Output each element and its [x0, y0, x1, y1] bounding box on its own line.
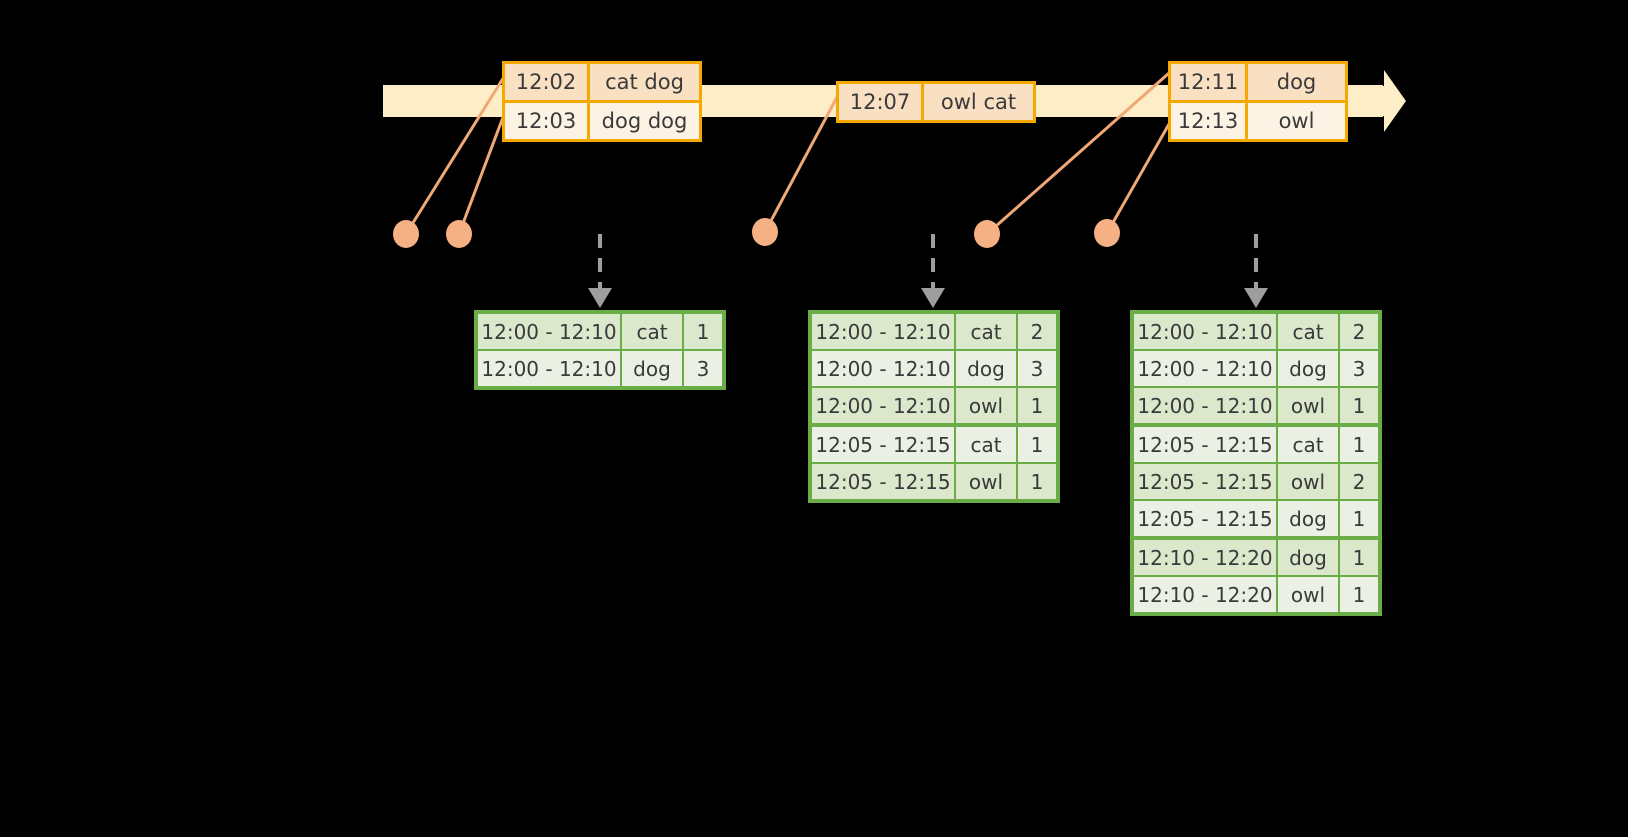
event-box-2: 12:07 owl cat [836, 81, 1036, 123]
event-row: 12:07 owl cat [839, 84, 1033, 120]
event-dot-12-11 [974, 220, 1000, 248]
event-dot-12-13 [1094, 219, 1120, 247]
cell-word: dog [1278, 501, 1338, 536]
cell-window: 12:00 - 12:10 [478, 314, 620, 349]
cell-word: dog [622, 351, 682, 386]
cell-count: 3 [1018, 351, 1056, 386]
event-row: 12:11 dog [1171, 64, 1345, 100]
cell-window: 12:00 - 12:10 [1134, 351, 1276, 386]
event-row: 12:02 cat dog [505, 64, 699, 100]
cell-word: dog [956, 351, 1016, 386]
cell-window: 12:05 - 12:15 [1134, 464, 1276, 499]
emit-arrow-3 [1244, 234, 1268, 308]
cell-word: owl [1278, 464, 1338, 499]
cell-count: 1 [684, 314, 722, 349]
cell-count: 1 [1018, 427, 1056, 462]
cell-window: 12:00 - 12:10 [478, 351, 620, 386]
event-words: owl cat [921, 84, 1033, 120]
cell-count: 1 [1340, 577, 1378, 612]
timeline-arrowhead-icon [1362, 70, 1406, 132]
cell-word: owl [1278, 388, 1338, 423]
cell-word: owl [1278, 577, 1338, 612]
event-box-3: 12:11 dog 12:13 owl [1168, 61, 1348, 142]
cell-window: 12:05 - 12:15 [1134, 501, 1276, 536]
event-row: 12:13 owl [1171, 100, 1345, 139]
event-words: owl [1245, 103, 1345, 139]
connector-line-12-13 [1105, 109, 1179, 234]
cell-count: 3 [684, 351, 722, 386]
cell-count: 2 [1340, 464, 1378, 499]
event-words: dog [1245, 64, 1345, 100]
event-dot-12-02 [393, 220, 419, 248]
cell-count: 3 [1340, 351, 1378, 386]
event-dot-12-03 [446, 220, 472, 248]
cell-window: 12:00 - 12:10 [1134, 388, 1276, 423]
cell-window: 12:05 - 12:15 [812, 464, 954, 499]
cell-window: 12:00 - 12:10 [812, 314, 954, 349]
cell-word: owl [956, 388, 1016, 423]
event-row: 12:03 dog dog [505, 100, 699, 139]
cell-count: 1 [1018, 464, 1056, 499]
event-time: 12:07 [839, 84, 921, 120]
emit-arrow-2 [921, 234, 945, 308]
cell-word: cat [622, 314, 682, 349]
cell-word: owl [956, 464, 1016, 499]
cell-count: 2 [1018, 314, 1056, 349]
cell-word: cat [956, 427, 1016, 462]
event-time: 12:02 [505, 64, 587, 100]
cell-window: 12:00 - 12:10 [812, 388, 954, 423]
cell-word: dog [1278, 351, 1338, 386]
cell-window: 12:10 - 12:20 [1134, 577, 1276, 612]
event-box-1: 12:02 cat dog 12:03 dog dog [502, 61, 702, 142]
cell-count: 1 [1340, 501, 1378, 536]
event-words: cat dog [587, 64, 699, 100]
event-words: dog dog [587, 103, 699, 139]
cell-window: 12:00 - 12:10 [812, 351, 954, 386]
cell-window: 12:05 - 12:15 [812, 427, 954, 462]
cell-count: 1 [1340, 388, 1378, 423]
emit-arrow-1 [588, 234, 612, 308]
cell-window: 12:00 - 12:10 [1134, 314, 1276, 349]
cell-word: dog [1278, 540, 1338, 575]
cell-count: 2 [1340, 314, 1378, 349]
cell-word: cat [1278, 427, 1338, 462]
cell-window: 12:10 - 12:20 [1134, 540, 1276, 575]
event-dot-12-07 [752, 218, 778, 246]
cell-count: 1 [1018, 388, 1056, 423]
connector-line-12-03 [457, 111, 507, 235]
cell-word: cat [956, 314, 1016, 349]
cell-count: 1 [1340, 427, 1378, 462]
cell-window: 12:05 - 12:15 [1134, 427, 1276, 462]
event-time: 12:11 [1171, 64, 1245, 100]
cell-word: cat [1278, 314, 1338, 349]
event-time: 12:03 [505, 103, 587, 139]
event-time: 12:13 [1171, 103, 1245, 139]
cell-count: 1 [1340, 540, 1378, 575]
